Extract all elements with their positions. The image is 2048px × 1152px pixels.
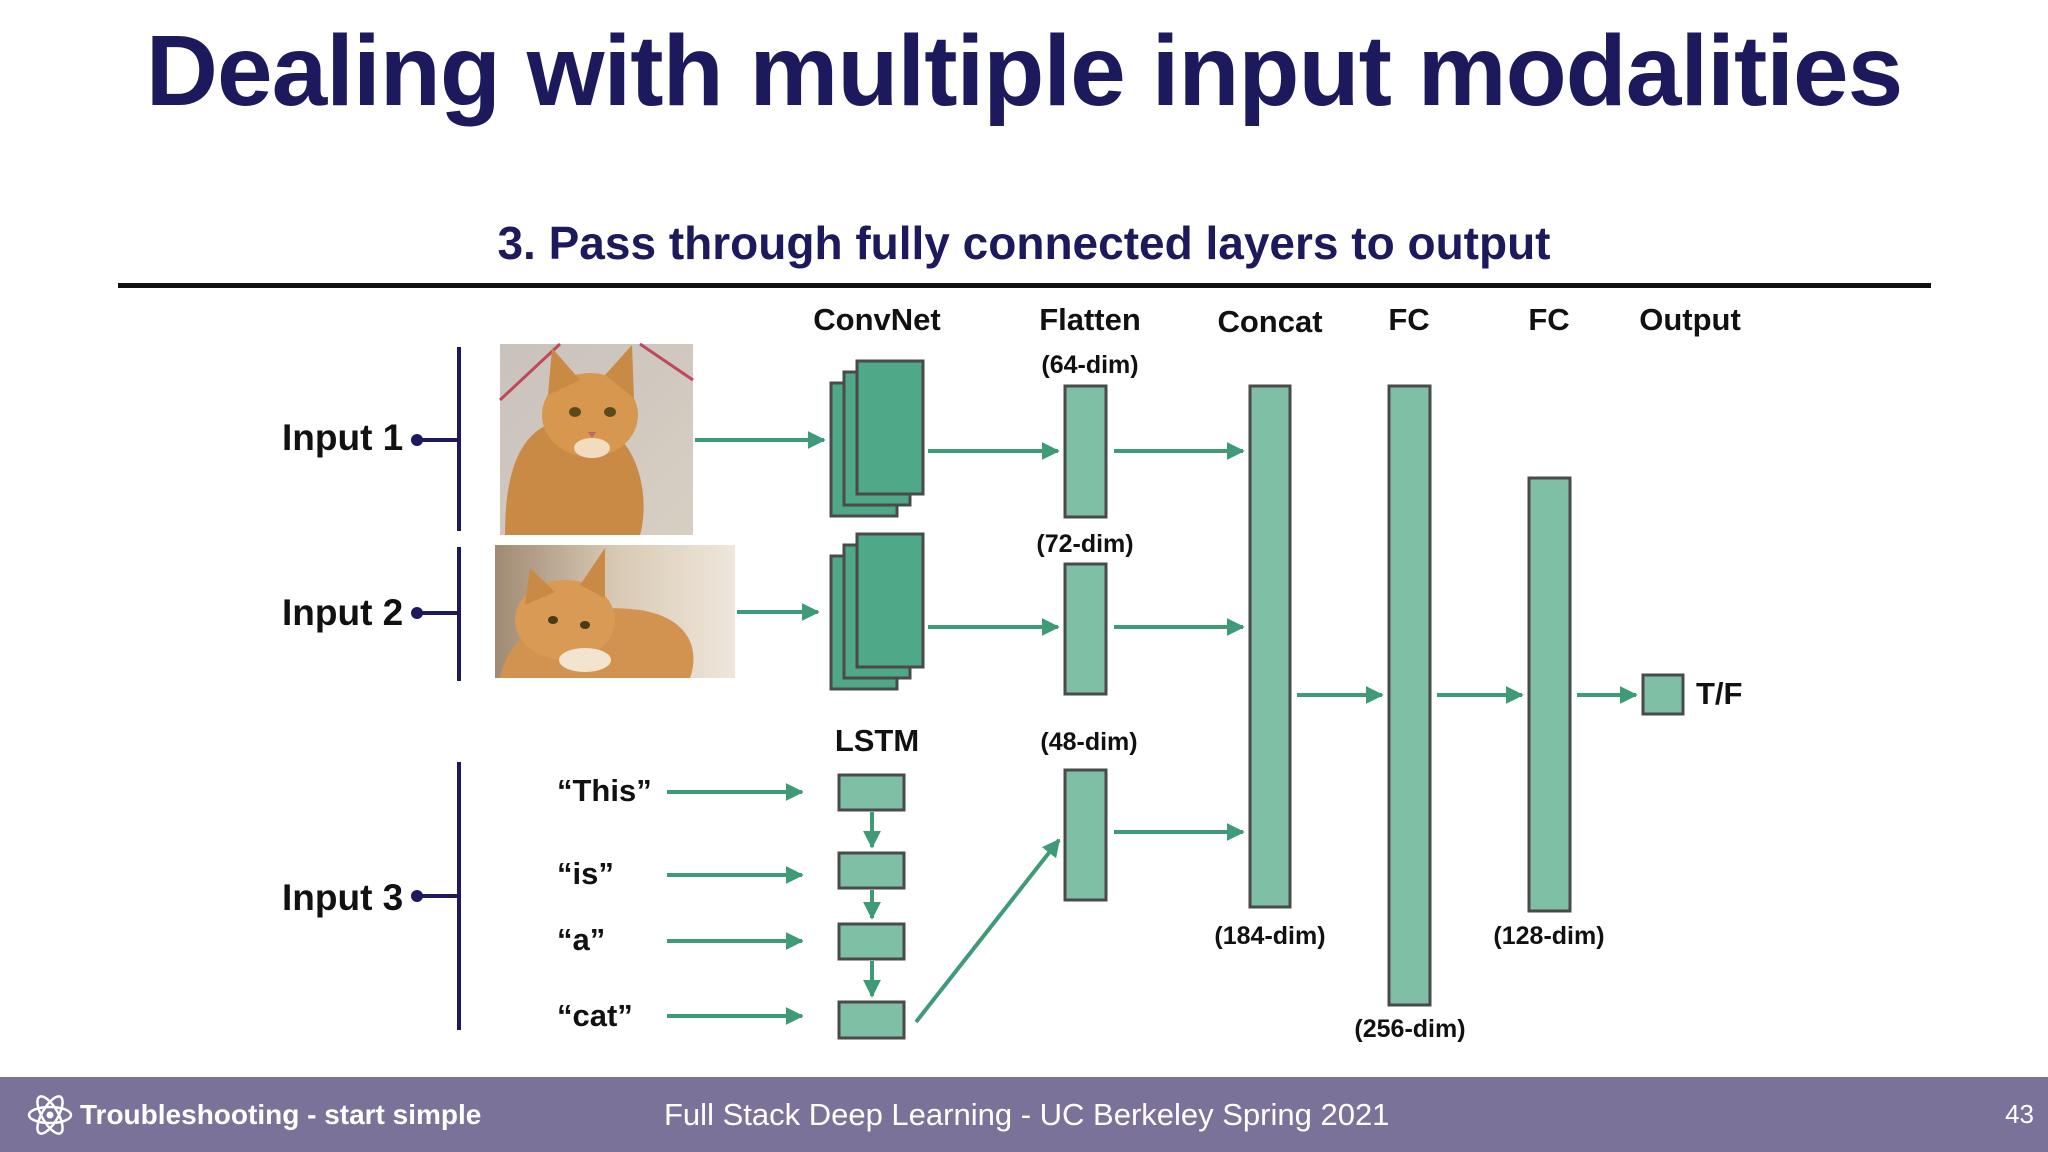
word-token-1: “This” — [557, 773, 652, 808]
header-convnet: ConvNet — [813, 302, 940, 337]
word-token-4: “cat” — [557, 998, 633, 1033]
output-label: T/F — [1696, 676, 1743, 711]
arrow-lstm-to-flatten3 — [914, 838, 1061, 1024]
atom-icon — [27, 1095, 73, 1135]
header-fc-2: FC — [1528, 302, 1569, 337]
header-concat: Concat — [1217, 304, 1322, 339]
header-output: Output — [1639, 302, 1741, 337]
fc-2-dim: (128-dim) — [1493, 922, 1604, 950]
slide-title: Dealing with multiple input modalities — [145, 15, 1904, 127]
header-fc-1: FC — [1388, 302, 1429, 337]
input-1-label: Input 1 — [282, 417, 403, 458]
output-block — [1641, 673, 1685, 716]
concat-dim: (184-dim) — [1214, 922, 1325, 950]
fc-1-dim: (256-dim) — [1354, 1015, 1465, 1043]
footer-course-title: Full Stack Deep Learning - UC Berkeley S… — [664, 1097, 1390, 1132]
cat-image-1 — [498, 342, 694, 535]
multimodal-diagram: ConvNet Flatten Concat FC FC Output Inpu… — [282, 302, 1743, 1043]
cat-image-2 — [495, 545, 735, 678]
slide-subtitle: 3. Pass through fully connected layers t… — [497, 217, 1551, 269]
flatten-3-dim: (48-dim) — [1040, 728, 1137, 756]
convnet-2 — [829, 532, 925, 691]
flow-arrows — [667, 431, 1638, 1025]
flatten-block-2 — [1063, 562, 1108, 696]
input-3-label: Input 3 — [282, 877, 403, 918]
lstm-cell-3 — [837, 922, 906, 961]
divider-rule — [118, 283, 1931, 288]
fc-block-2 — [1527, 476, 1572, 913]
flatten-block-3 — [1063, 768, 1108, 902]
slide-footer: Troubleshooting - start simple Full Stac… — [0, 1077, 2048, 1152]
input-2-label: Input 2 — [282, 592, 403, 633]
word-token-2: “is” — [557, 856, 614, 891]
word-token-3: “a” — [557, 922, 605, 957]
concat-block — [1248, 384, 1292, 909]
lstm-cell-4 — [837, 1000, 906, 1040]
page-number: 43 — [2005, 1099, 2034, 1129]
fc-block-1 — [1387, 384, 1432, 1007]
header-flatten: Flatten — [1039, 302, 1141, 337]
footer-section-title: Troubleshooting - start simple — [80, 1099, 482, 1130]
lstm-cell-2 — [837, 851, 906, 890]
flatten-block-1 — [1063, 384, 1108, 519]
convnet-1 — [829, 359, 925, 518]
lstm-cell-1 — [837, 773, 906, 812]
flatten-1-dim: (64-dim) — [1041, 351, 1138, 379]
lstm-label: LSTM — [835, 723, 919, 758]
flatten-2-dim: (72-dim) — [1036, 530, 1133, 558]
